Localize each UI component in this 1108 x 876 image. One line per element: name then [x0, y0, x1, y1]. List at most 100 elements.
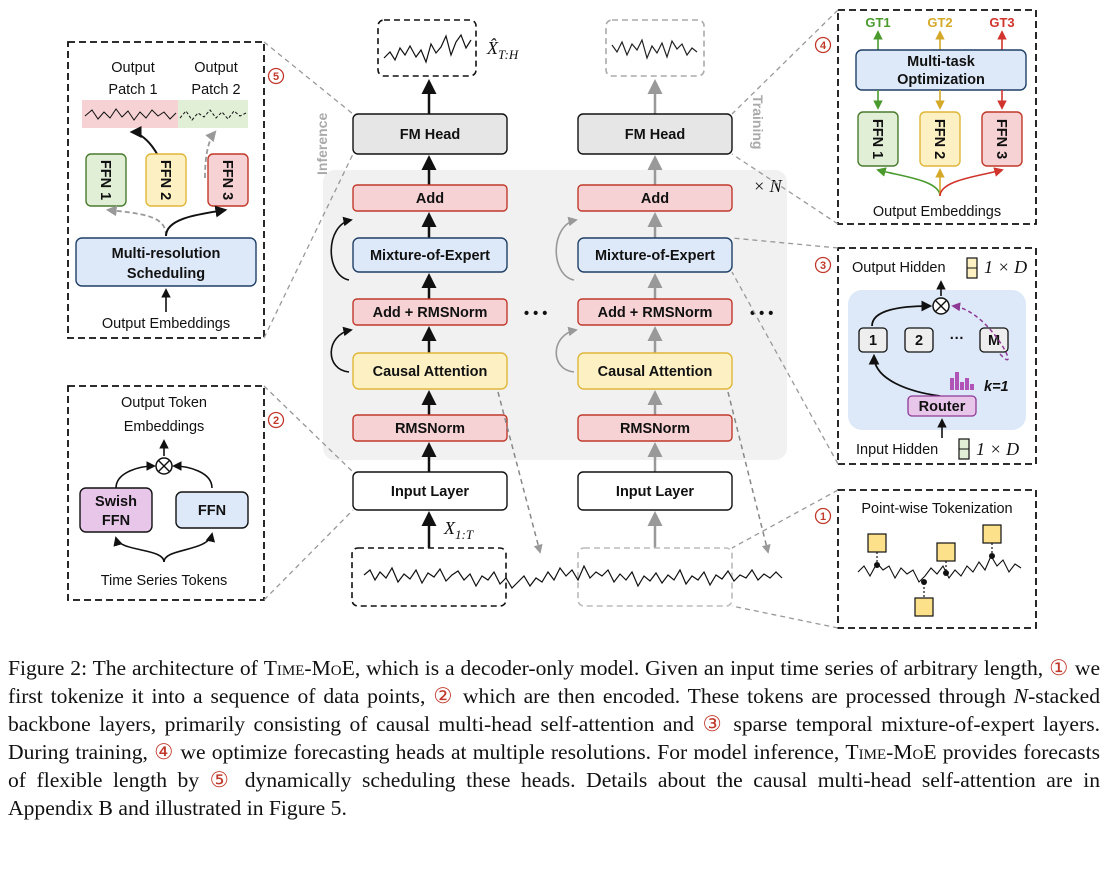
p5-bottom-label: Output Embeddings: [102, 316, 230, 332]
ellipsis-right: • • •: [750, 306, 773, 322]
patch1-subtitle: Patch 1: [108, 82, 157, 98]
training-label: Training: [750, 95, 766, 149]
caption-model-name-2: Time-MoE: [845, 740, 937, 764]
p5-ffn3-label: FFN 3: [219, 160, 235, 200]
panel-multi-task-optimization: 4 GT1 GT2 GT3 Multi-task Optimization FF…: [814, 9, 1037, 225]
output-hidden-label: Output Hidden: [852, 260, 946, 276]
caption-marker-3: ③: [702, 712, 725, 736]
gt3-label: GT3: [989, 15, 1014, 30]
x-hat-label: X̂T:H: [486, 38, 519, 62]
add-rmsnorm-block: [352, 298, 508, 326]
panel-swish-ffn: 2 Output Token Embeddings Swish FFN FFN …: [67, 385, 285, 601]
input-hidden-label: Input Hidden: [856, 442, 938, 458]
gt1-label: GT1: [865, 15, 890, 30]
input-dim-label: 1 × D: [976, 439, 1019, 459]
fm-head-label-2: FM Head: [625, 127, 685, 143]
moe-label: Mixture-of-Expert: [370, 248, 490, 264]
swish-line2: FFN: [102, 513, 130, 529]
add-block: [352, 184, 508, 212]
rmsnorm-label-2: RMSNorm: [620, 421, 690, 437]
output-dim-label: 1 × D: [984, 257, 1027, 277]
p4-ffn1-label: FFN 1: [869, 119, 885, 159]
p2-title2: Embeddings: [124, 419, 205, 435]
expert-1-label: 1: [869, 333, 877, 349]
forecast-output-box: [377, 19, 477, 77]
input-layer-block-2: [577, 471, 733, 511]
input-series-box: [351, 547, 507, 607]
moe-label-2: Mixture-of-Expert: [595, 248, 715, 264]
inference-label: Inference: [314, 113, 330, 175]
moe-block-2: [577, 237, 733, 273]
sched-line1: Multi-resolution: [112, 246, 221, 262]
add-rmsnorm-label-2: Add + RMSNorm: [598, 305, 713, 321]
router-label: Router: [919, 399, 966, 415]
p4-ffn2-label: FFN 2: [931, 119, 947, 159]
expert-2-label: 2: [915, 333, 923, 349]
panel5-number: 5: [273, 71, 279, 83]
sched-line2: Scheduling: [127, 266, 205, 282]
caption-text-8: provides forecasts of flexible length by: [8, 740, 1100, 792]
panel4-number: 4: [820, 40, 827, 52]
caption-text-1: Figure 2: The architecture of: [8, 656, 264, 680]
caption-model-name: Time-MoE: [263, 656, 355, 680]
causal-attention-block: [352, 352, 508, 390]
caption-text-7: we optimize forecasting heads at multipl…: [174, 740, 846, 764]
causal-attention-label-2: Causal Attention: [598, 364, 713, 380]
add-block-2: [577, 184, 733, 212]
caption-n: N: [1013, 684, 1029, 708]
training-output-box: [605, 19, 705, 77]
p2-title1: Output Token: [121, 395, 207, 411]
caption-text-6: sparse temporal mixture-of-expert layers…: [8, 712, 1100, 764]
k-label: k=1: [984, 379, 1009, 395]
p1-title: Point-wise Tokenization: [861, 501, 1012, 517]
caption-text-3: we first tokenize it into a sequence of …: [8, 656, 1101, 708]
caption-paragraph: Figure 2: The architecture of Time-MoE, …: [8, 654, 1100, 822]
input-layer-block: [352, 471, 508, 511]
ellipsis-middle: • • •: [524, 306, 547, 322]
training-input-box: [577, 547, 733, 607]
input-layer-label: Input Layer: [391, 484, 470, 500]
rmsnorm-label: RMSNorm: [395, 421, 465, 437]
caption-marker-1: ①: [1049, 656, 1069, 680]
training-column: FM Head Add Mixture-of-Expert Add + RMSN…: [555, 19, 733, 548]
input-series: [363, 564, 783, 589]
add-label-2: Add: [641, 191, 669, 207]
rmsnorm-block-2: [577, 414, 733, 442]
architecture-figure: × N Inference Training X̂T:H FM Head Add…: [67, 9, 1037, 629]
panel-multi-resolution-scheduling: 5 Output Patch 1 Output Patch 2 FFN 1 FF…: [67, 41, 285, 339]
fm-head-label: FM Head: [400, 127, 460, 143]
add-label: Add: [416, 191, 444, 207]
caption-marker-5: ⑤: [209, 768, 235, 792]
panel-point-wise-tokenization: 1 Point-wise Tokenization: [814, 489, 1037, 629]
swish-line1: Swish: [95, 494, 137, 510]
mto-line2: Optimization: [897, 72, 985, 88]
causal-attention-label: Causal Attention: [373, 364, 488, 380]
p5-ffn1-label: FFN 1: [97, 160, 113, 200]
p4-ffn3-label: FFN 3: [993, 119, 1009, 159]
gt2-label: GT2: [927, 15, 952, 30]
expert-m-label: M: [988, 333, 1000, 349]
panel2-number: 2: [273, 415, 279, 427]
add-rmsnorm-label: Add + RMSNorm: [373, 305, 488, 321]
times-n-label: × N: [753, 176, 783, 196]
patch1-title: Output: [111, 60, 155, 76]
mto-line1: Multi-task: [907, 54, 976, 70]
p2-bottom-label: Time Series Tokens: [101, 573, 228, 589]
caption-text-5: -stacked backbone layers, primarily cons…: [8, 684, 1101, 736]
expert-dots: ···: [950, 331, 965, 347]
panel-sparse-moe: 3 Output Hidden 1 × D 1 2 ··· M k=1 Rout…: [814, 247, 1037, 465]
caption-text-2: , which is a decoder-only model. Given a…: [354, 656, 1050, 680]
panel3-number: 3: [820, 260, 826, 272]
fm-head-block: [352, 113, 508, 155]
figure-caption: Figure 2: The architecture of Time-MoE, …: [8, 654, 1100, 822]
inference-column: X̂T:H FM Head Add Mixture-of-Expert Add …: [330, 19, 519, 548]
caption-marker-2: ②: [433, 684, 456, 708]
causal-attention-block-2: [577, 352, 733, 390]
training-series: [611, 38, 698, 60]
forecast-series: [383, 33, 472, 64]
input-layer-label-2: Input Layer: [616, 484, 695, 500]
patch2-title: Output: [194, 60, 238, 76]
add-rmsnorm-block-2: [577, 298, 733, 326]
x-input-label: X1:T: [443, 518, 474, 542]
panel1-number: 1: [820, 511, 826, 523]
